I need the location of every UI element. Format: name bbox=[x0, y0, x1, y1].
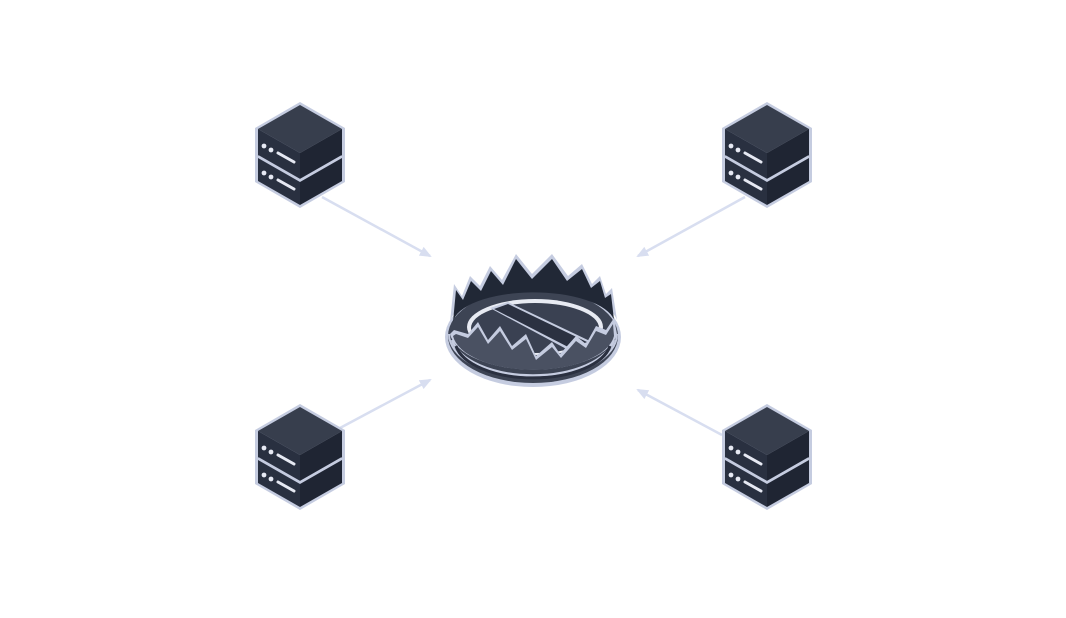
arrows bbox=[321, 195, 746, 437]
arrow-top-right-to-trap bbox=[636, 195, 746, 258]
server-icon bbox=[253, 402, 347, 512]
arrow-bottom-left-to-trap bbox=[339, 378, 432, 430]
server-top-left bbox=[253, 100, 347, 210]
server-bottom-left bbox=[253, 402, 347, 512]
honeypot-trap bbox=[445, 254, 621, 387]
server-icon bbox=[720, 100, 814, 210]
server-icon bbox=[253, 100, 347, 210]
server-bottom-right bbox=[720, 402, 814, 512]
bear-trap-icon bbox=[445, 254, 621, 387]
server-top-right bbox=[720, 100, 814, 210]
server-icon bbox=[720, 402, 814, 512]
arrow-top-left-to-trap bbox=[321, 195, 432, 258]
arrow-bottom-right-to-trap bbox=[636, 388, 723, 437]
